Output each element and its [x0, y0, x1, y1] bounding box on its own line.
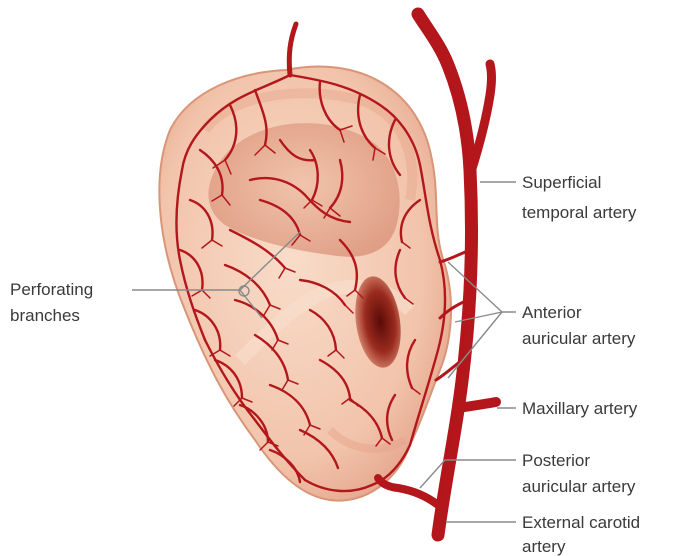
- label-maxillary: Maxillary artery: [522, 399, 638, 418]
- label-posterior-auricular-2: auricular artery: [522, 477, 636, 496]
- label-posterior-auricular: Posterior: [522, 451, 590, 470]
- label-perforating-2: branches: [10, 306, 80, 325]
- leader-posterior-auricular: [420, 460, 516, 488]
- label-perforating: Perforating: [10, 280, 93, 299]
- label-anterior-auricular-2: auricular artery: [522, 329, 636, 348]
- label-superficial-temporal: Superficial: [522, 173, 601, 192]
- label-anterior-auricular: Anterior: [522, 303, 582, 322]
- posterior-auricular-artery-vessel: [378, 478, 438, 505]
- label-external-carotid-2: artery: [522, 537, 566, 556]
- maxillary-artery-vessel: [458, 402, 496, 408]
- label-external-carotid: External carotid: [522, 513, 640, 532]
- label-superficial-temporal-2: temporal artery: [522, 203, 637, 222]
- parietal-top-branch: [289, 24, 296, 75]
- frontal-branch: [470, 64, 492, 175]
